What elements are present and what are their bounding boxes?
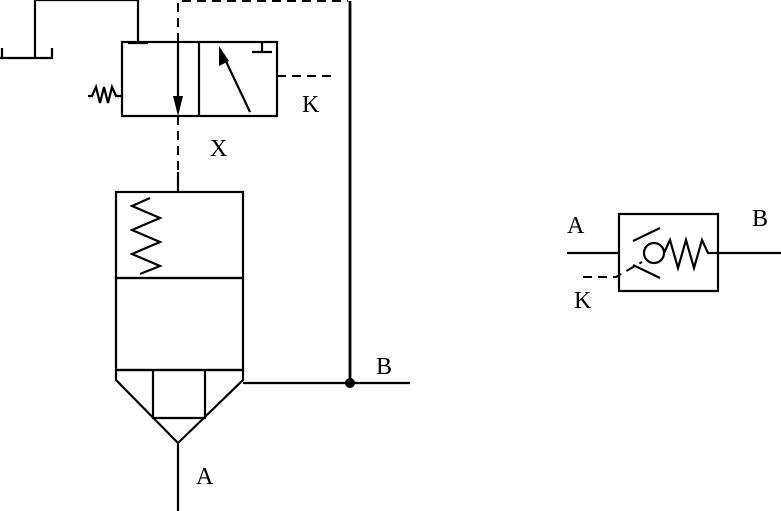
pilot-directional-valve — [88, 40, 333, 118]
valve-diagonal-arrow-line — [222, 54, 251, 113]
tank-symbol — [0, 48, 54, 60]
seat-cone — [114, 370, 245, 445]
junction-dot — [345, 378, 355, 388]
check-ball — [642, 241, 666, 265]
check-seat-lower — [632, 264, 661, 279]
label-b-main: B — [376, 354, 392, 380]
poppet — [151, 370, 207, 420]
label-b-symbol: B — [752, 206, 768, 232]
cartridge-spring — [129, 196, 163, 276]
poppet-chamber — [114, 276, 245, 372]
cartridge-valve — [114, 190, 245, 445]
pilot-check-valve-symbol — [567, 212, 781, 293]
label-a-symbol: A — [567, 213, 585, 239]
check-seat-upper — [632, 227, 661, 242]
valve-return-spring — [88, 83, 122, 104]
tank-return-line — [33, 0, 140, 58]
symbol-body — [617, 212, 720, 293]
label-x: X — [210, 136, 227, 162]
valve-flow-arrow-head — [173, 96, 183, 116]
label-a-main: A — [196, 464, 214, 490]
check-spring — [663, 235, 718, 273]
label-k-symbol: K — [574, 288, 592, 314]
label-k-valve: K — [302, 92, 320, 118]
pilot-line-top — [177, 0, 348, 42]
symbol-pilot-line — [583, 261, 643, 278]
valve-diagonal-arrow-head — [219, 46, 229, 66]
